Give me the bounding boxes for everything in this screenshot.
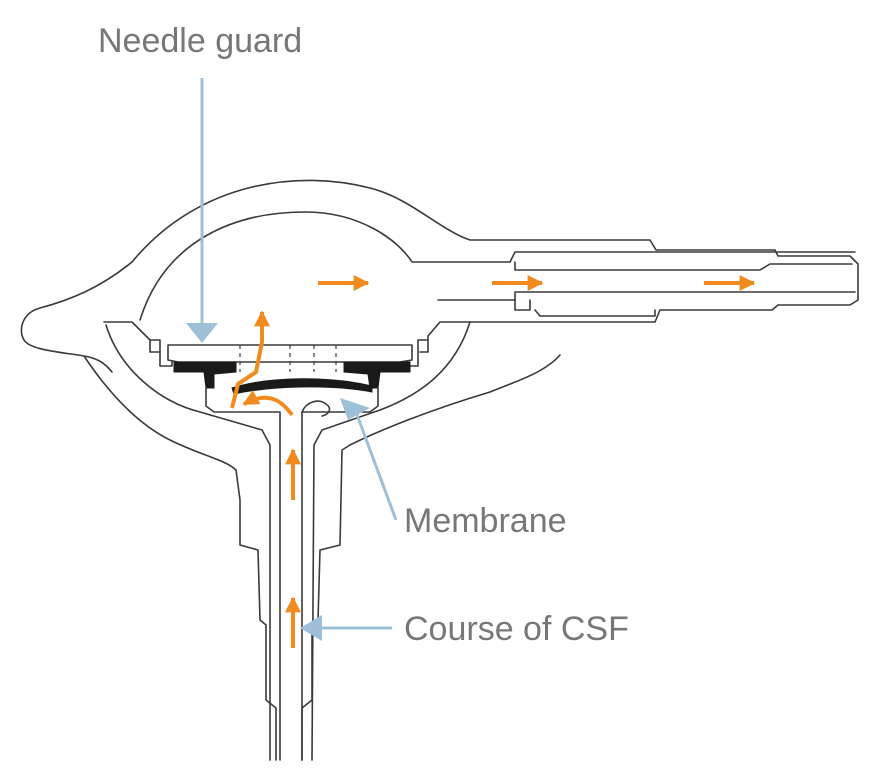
label-pointers [186, 78, 398, 641]
label-needle-guard: Needle guard [98, 22, 302, 60]
outlet-tube-upper [514, 261, 853, 271]
chamber-rim-left [103, 321, 161, 353]
membrane-seat [301, 400, 331, 417]
inner-shell-right [311, 321, 471, 761]
chamber-rim-right [419, 321, 471, 353]
left-flange [20, 261, 133, 373]
needle-guard-pointer-head [186, 323, 218, 343]
membrane-pointer-line [354, 411, 398, 521]
membrane-pointer-head [340, 398, 370, 420]
flow-arrow-up-guard [230, 310, 270, 409]
reservoir-floor [437, 291, 856, 301]
inner-dome [139, 211, 856, 321]
outer-shell-right [301, 354, 561, 761]
valve-chamber [205, 387, 281, 431]
flow-arrow-bend-left [242, 390, 294, 417]
outlet-tube-inner [534, 309, 656, 317]
seal-left [173, 361, 237, 389]
outlet-tube-lower [514, 299, 531, 311]
csf-flow-arrows [230, 275, 756, 648]
csf-pointer-head [300, 615, 322, 641]
outer-dome [131, 179, 859, 323]
valve-body [20, 179, 859, 761]
membrane-disc [231, 378, 373, 395]
needle-guard-assembly [167, 344, 413, 431]
inner-shell-left [105, 324, 271, 761]
valve-chamber-right [301, 387, 379, 431]
label-course-of-csf: Course of CSF [404, 610, 629, 648]
outer-shell-left [83, 355, 277, 761]
label-membrane: Membrane [404, 502, 567, 540]
